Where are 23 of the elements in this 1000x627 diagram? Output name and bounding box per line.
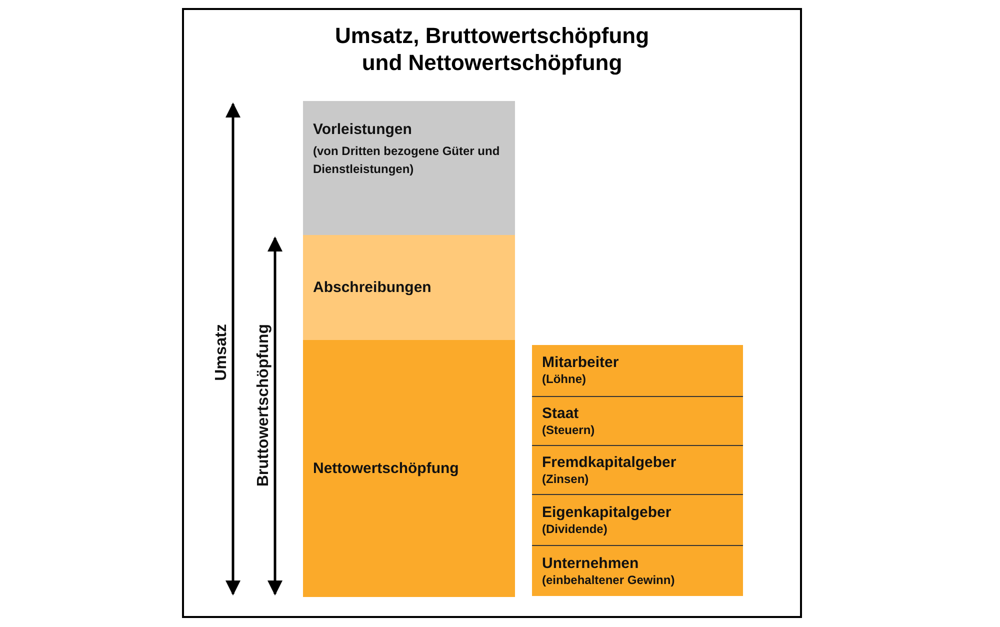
block-heading: Abschreibungen	[313, 279, 432, 296]
block-heading: Mitarbeiter	[542, 354, 620, 371]
diagram-title: Umsatz, Bruttowertschöpfung und Nettowertschöpfung	[334, 22, 650, 76]
block-note: (Dividende)	[542, 520, 608, 536]
block-note: (Zinsen)	[542, 470, 590, 486]
block-note: (Steuern)	[542, 422, 596, 438]
block-heading: Staat	[542, 404, 580, 422]
block-heading: Vorleistungen	[313, 121, 413, 138]
block-heading: Nettowertschöpfung	[313, 460, 460, 477]
block-note: (von Dritten bezogene Güter und Dienstleistungen)	[313, 143, 501, 178]
block-heading: Unternehmen	[542, 554, 640, 572]
share-block	[532, 495, 743, 546]
value-block	[303, 340, 515, 597]
share-block	[532, 446, 743, 495]
block-heading: Eigenkapitalgeber	[542, 504, 672, 520]
cost-block	[303, 101, 515, 235]
share-block	[532, 397, 743, 446]
block-note: (einbehaltener Gewinn)	[542, 572, 676, 588]
share-block	[532, 546, 743, 596]
share-block	[532, 345, 743, 397]
cost-block	[303, 235, 515, 340]
block-heading: Fremdkapitalgeber	[542, 454, 678, 470]
block-note: (Löhne)	[542, 371, 587, 387]
